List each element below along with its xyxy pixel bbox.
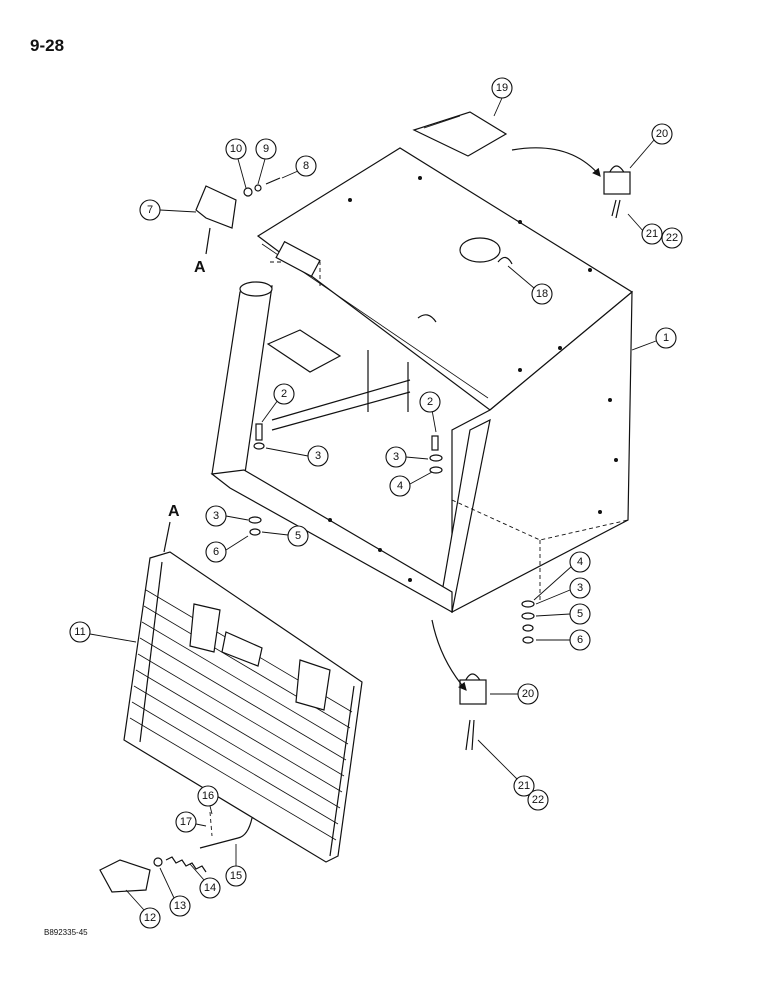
svg-text:11: 11 xyxy=(74,626,85,638)
svg-text:19: 19 xyxy=(496,82,508,94)
svg-text:22: 22 xyxy=(532,794,544,806)
svg-text:7: 7 xyxy=(147,204,153,216)
callout-2: 2 xyxy=(261,383,295,423)
svg-text:3: 3 xyxy=(315,450,321,462)
svg-text:4: 4 xyxy=(577,556,583,568)
svg-text:21: 21 xyxy=(646,228,658,240)
callout-2: 2 xyxy=(419,391,441,433)
svg-text:8: 8 xyxy=(303,160,309,172)
svg-text:20: 20 xyxy=(522,688,534,700)
callout-22: 22 xyxy=(527,789,549,811)
callout-17: 17 xyxy=(175,811,207,833)
svg-text:15: 15 xyxy=(230,870,242,882)
svg-text:3: 3 xyxy=(577,582,583,594)
callout-18: 18 xyxy=(507,265,553,305)
padlock-lower xyxy=(459,673,487,751)
svg-text:1: 1 xyxy=(663,332,669,344)
callout-3: 3 xyxy=(205,505,249,527)
callout-3: 3 xyxy=(385,446,429,468)
callout-1: 1 xyxy=(631,327,677,351)
hinge-plate xyxy=(412,111,508,157)
svg-text:3: 3 xyxy=(213,510,219,522)
callout-12: 12 xyxy=(125,889,161,929)
svg-text:17: 17 xyxy=(180,816,192,828)
svg-text:18: 18 xyxy=(536,288,548,300)
view-label-a-upper: A xyxy=(194,259,206,276)
enclosure-housing xyxy=(210,147,634,614)
hinge-bracket xyxy=(195,177,281,229)
callout-7: 7 xyxy=(139,199,197,221)
callout-9: 9 xyxy=(255,138,277,185)
padlock-upper xyxy=(603,165,631,219)
callout-19: 19 xyxy=(491,77,513,117)
svg-text:3: 3 xyxy=(393,451,399,463)
svg-text:20: 20 xyxy=(656,128,668,140)
callout-21: 21 xyxy=(477,739,535,797)
view-label-a-lower: A xyxy=(168,503,180,520)
callout-21: 21 xyxy=(627,213,663,245)
callout-5: 5 xyxy=(261,525,309,547)
callout-3: 3 xyxy=(535,577,591,605)
callout-10: 10 xyxy=(225,138,247,189)
callout-16: 16 xyxy=(197,785,219,815)
svg-text:4: 4 xyxy=(397,480,403,492)
callout-8: 8 xyxy=(281,155,317,179)
latch-parts xyxy=(99,811,253,893)
svg-text:13: 13 xyxy=(174,900,186,912)
svg-text:6: 6 xyxy=(577,634,583,646)
callout-14: 14 xyxy=(189,863,221,899)
callout-4: 4 xyxy=(389,471,433,497)
callout-5: 5 xyxy=(535,603,591,625)
svg-text:2: 2 xyxy=(281,388,287,400)
svg-text:2: 2 xyxy=(427,396,433,408)
svg-text:10: 10 xyxy=(230,143,242,155)
svg-text:22: 22 xyxy=(666,232,678,244)
svg-text:6: 6 xyxy=(213,546,219,558)
callout-20: 20 xyxy=(490,683,539,705)
svg-text:12: 12 xyxy=(144,912,156,924)
svg-text:21: 21 xyxy=(518,780,530,792)
callout-13: 13 xyxy=(159,867,191,917)
svg-text:9: 9 xyxy=(263,143,269,155)
callout-22: 22 xyxy=(661,227,683,249)
callout-3: 3 xyxy=(265,445,329,467)
callout-20: 20 xyxy=(629,123,673,169)
callout-6: 6 xyxy=(205,535,249,563)
hardware-stacks xyxy=(248,423,535,644)
svg-text:14: 14 xyxy=(204,882,216,894)
grille-panel xyxy=(123,551,363,863)
callout-11: 11 xyxy=(69,621,137,643)
callout-15: 15 xyxy=(225,844,247,887)
figure-code: B892335-45 xyxy=(44,928,88,937)
svg-text:16: 16 xyxy=(202,790,214,802)
callout-6: 6 xyxy=(536,629,591,651)
svg-text:5: 5 xyxy=(577,608,583,620)
callout-4: 4 xyxy=(533,551,591,601)
page-number: 9-28 xyxy=(30,36,65,55)
svg-text:5: 5 xyxy=(295,530,301,542)
